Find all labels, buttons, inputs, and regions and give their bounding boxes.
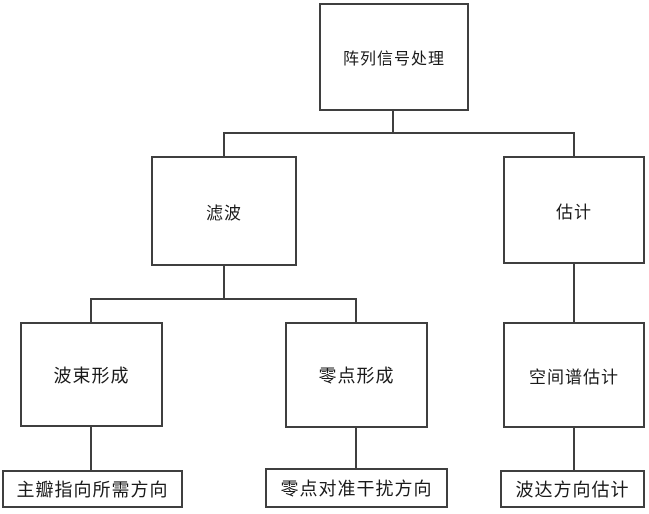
connector-to-beamforming	[90, 298, 92, 322]
connector-to-filtering	[223, 132, 225, 156]
node-doa-estimation: 波达方向估计	[500, 470, 645, 508]
node-spatial-spectrum-estimation: 空间谱估计	[503, 322, 645, 428]
connector-filtering-down	[223, 266, 225, 300]
connector-beamforming-to-main-lobe	[90, 427, 92, 470]
connector-estimation-to-spatial	[573, 264, 575, 322]
node-main-lobe-desired-direction: 主瓣指向所需方向	[2, 470, 183, 508]
connector-to-estimation	[573, 132, 575, 156]
node-beamforming: 波束形成	[20, 322, 163, 427]
connector-level2-crossbar	[90, 298, 357, 300]
connector-root-down	[392, 110, 394, 134]
connector-level1-crossbar	[223, 132, 575, 134]
node-null-forming: 零点形成	[285, 322, 428, 428]
node-filtering: 滤波	[151, 156, 297, 266]
node-estimation: 估计	[503, 156, 645, 264]
node-array-signal-processing: 阵列信号处理	[319, 3, 469, 111]
connector-to-null-forming	[355, 298, 357, 322]
node-null-aligned-interference-direction: 零点对准干扰方向	[265, 468, 448, 508]
connector-spatial-to-doa	[573, 428, 575, 470]
connector-null-forming-to-null-align	[355, 428, 357, 468]
